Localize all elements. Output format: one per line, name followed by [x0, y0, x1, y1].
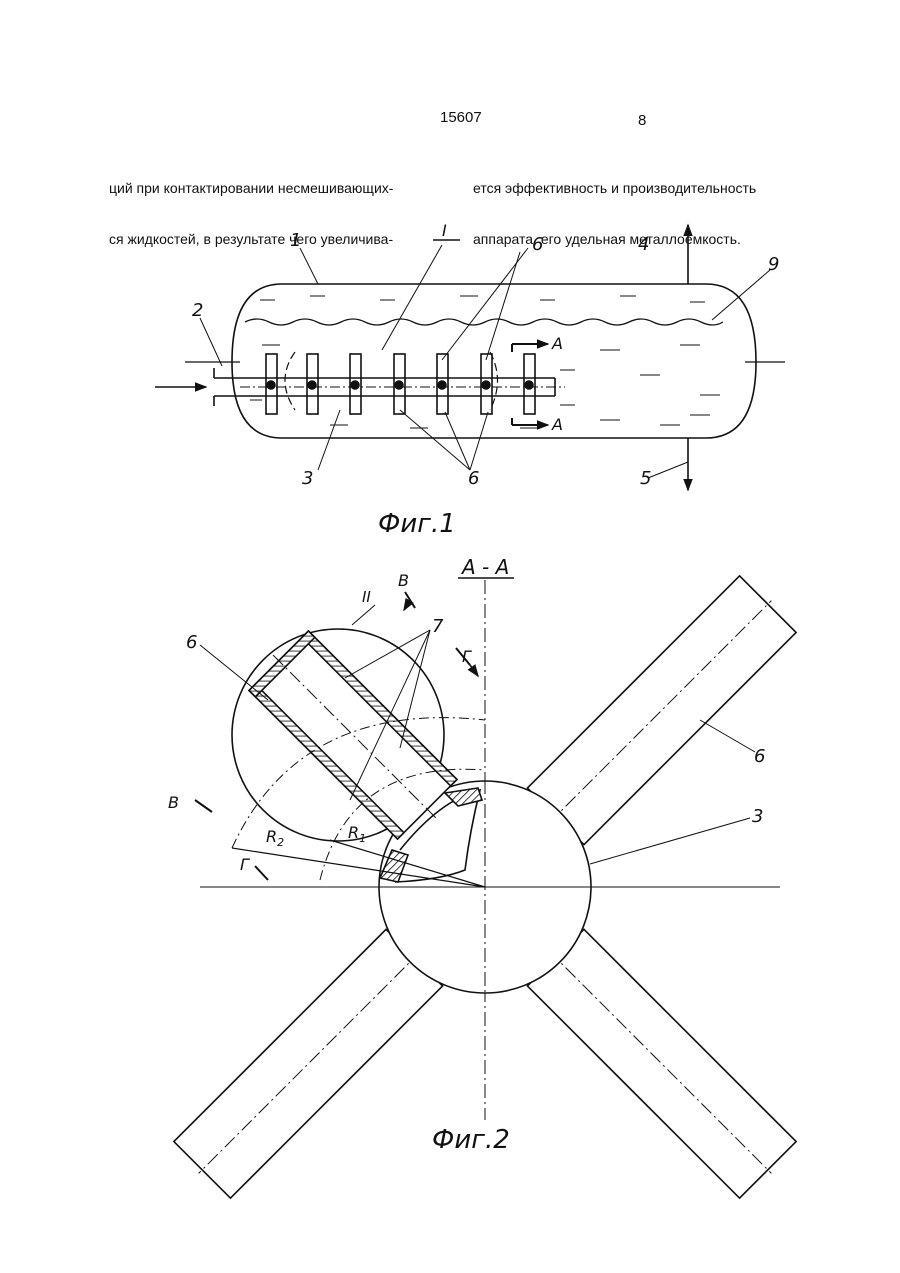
- label-b-top: В: [398, 571, 409, 590]
- figure-1-caption: Фиг.1: [378, 509, 456, 539]
- liquid-marks: [250, 296, 720, 428]
- section-title: А - А: [460, 555, 509, 579]
- nozzle-arm-bottom-right: [520, 922, 799, 1201]
- vessel-housing: [232, 284, 756, 438]
- label-section-top: А: [551, 334, 563, 353]
- label-g-left: Г: [240, 855, 250, 874]
- figure-1: [155, 225, 785, 490]
- label-nozzle-left: 6: [186, 632, 197, 653]
- label-tube: 3: [302, 468, 313, 489]
- liquid-interface: [245, 319, 723, 325]
- label-inlet: 2: [192, 300, 203, 321]
- label-holes: 7: [432, 616, 444, 637]
- label-section-bottom: А: [551, 415, 563, 434]
- label-b-left: В: [168, 793, 179, 812]
- figure-2-caption: Фиг.2: [432, 1125, 510, 1155]
- label-detail-i: I: [442, 221, 447, 240]
- label-outlet-top: 4: [638, 234, 649, 255]
- figure-2: [170, 572, 799, 1201]
- label-g-top: Г: [462, 647, 472, 666]
- figure-1-labels: 1 2 3 4 5 6 6 9 I А А Фиг.1: [192, 221, 779, 539]
- label-housing: 1: [290, 230, 301, 251]
- label-r1: R1: [348, 823, 366, 845]
- nozzle-row: [266, 354, 535, 414]
- label-interface: 9: [768, 254, 779, 275]
- sectioned-nozzle: [243, 625, 465, 847]
- label-r2: R2: [266, 827, 284, 849]
- label-tube: 3: [752, 806, 763, 827]
- detail-boundary: [285, 352, 295, 410]
- label-detail-ii: II: [362, 588, 371, 606]
- label-nozzle-right: 6: [754, 746, 765, 767]
- nozzle-arm-bottom-left: [170, 922, 449, 1201]
- label-nozzles-bottom: 6: [468, 468, 479, 489]
- label-nozzles-top: 6: [532, 234, 543, 255]
- label-outlet-bottom: 5: [640, 468, 651, 489]
